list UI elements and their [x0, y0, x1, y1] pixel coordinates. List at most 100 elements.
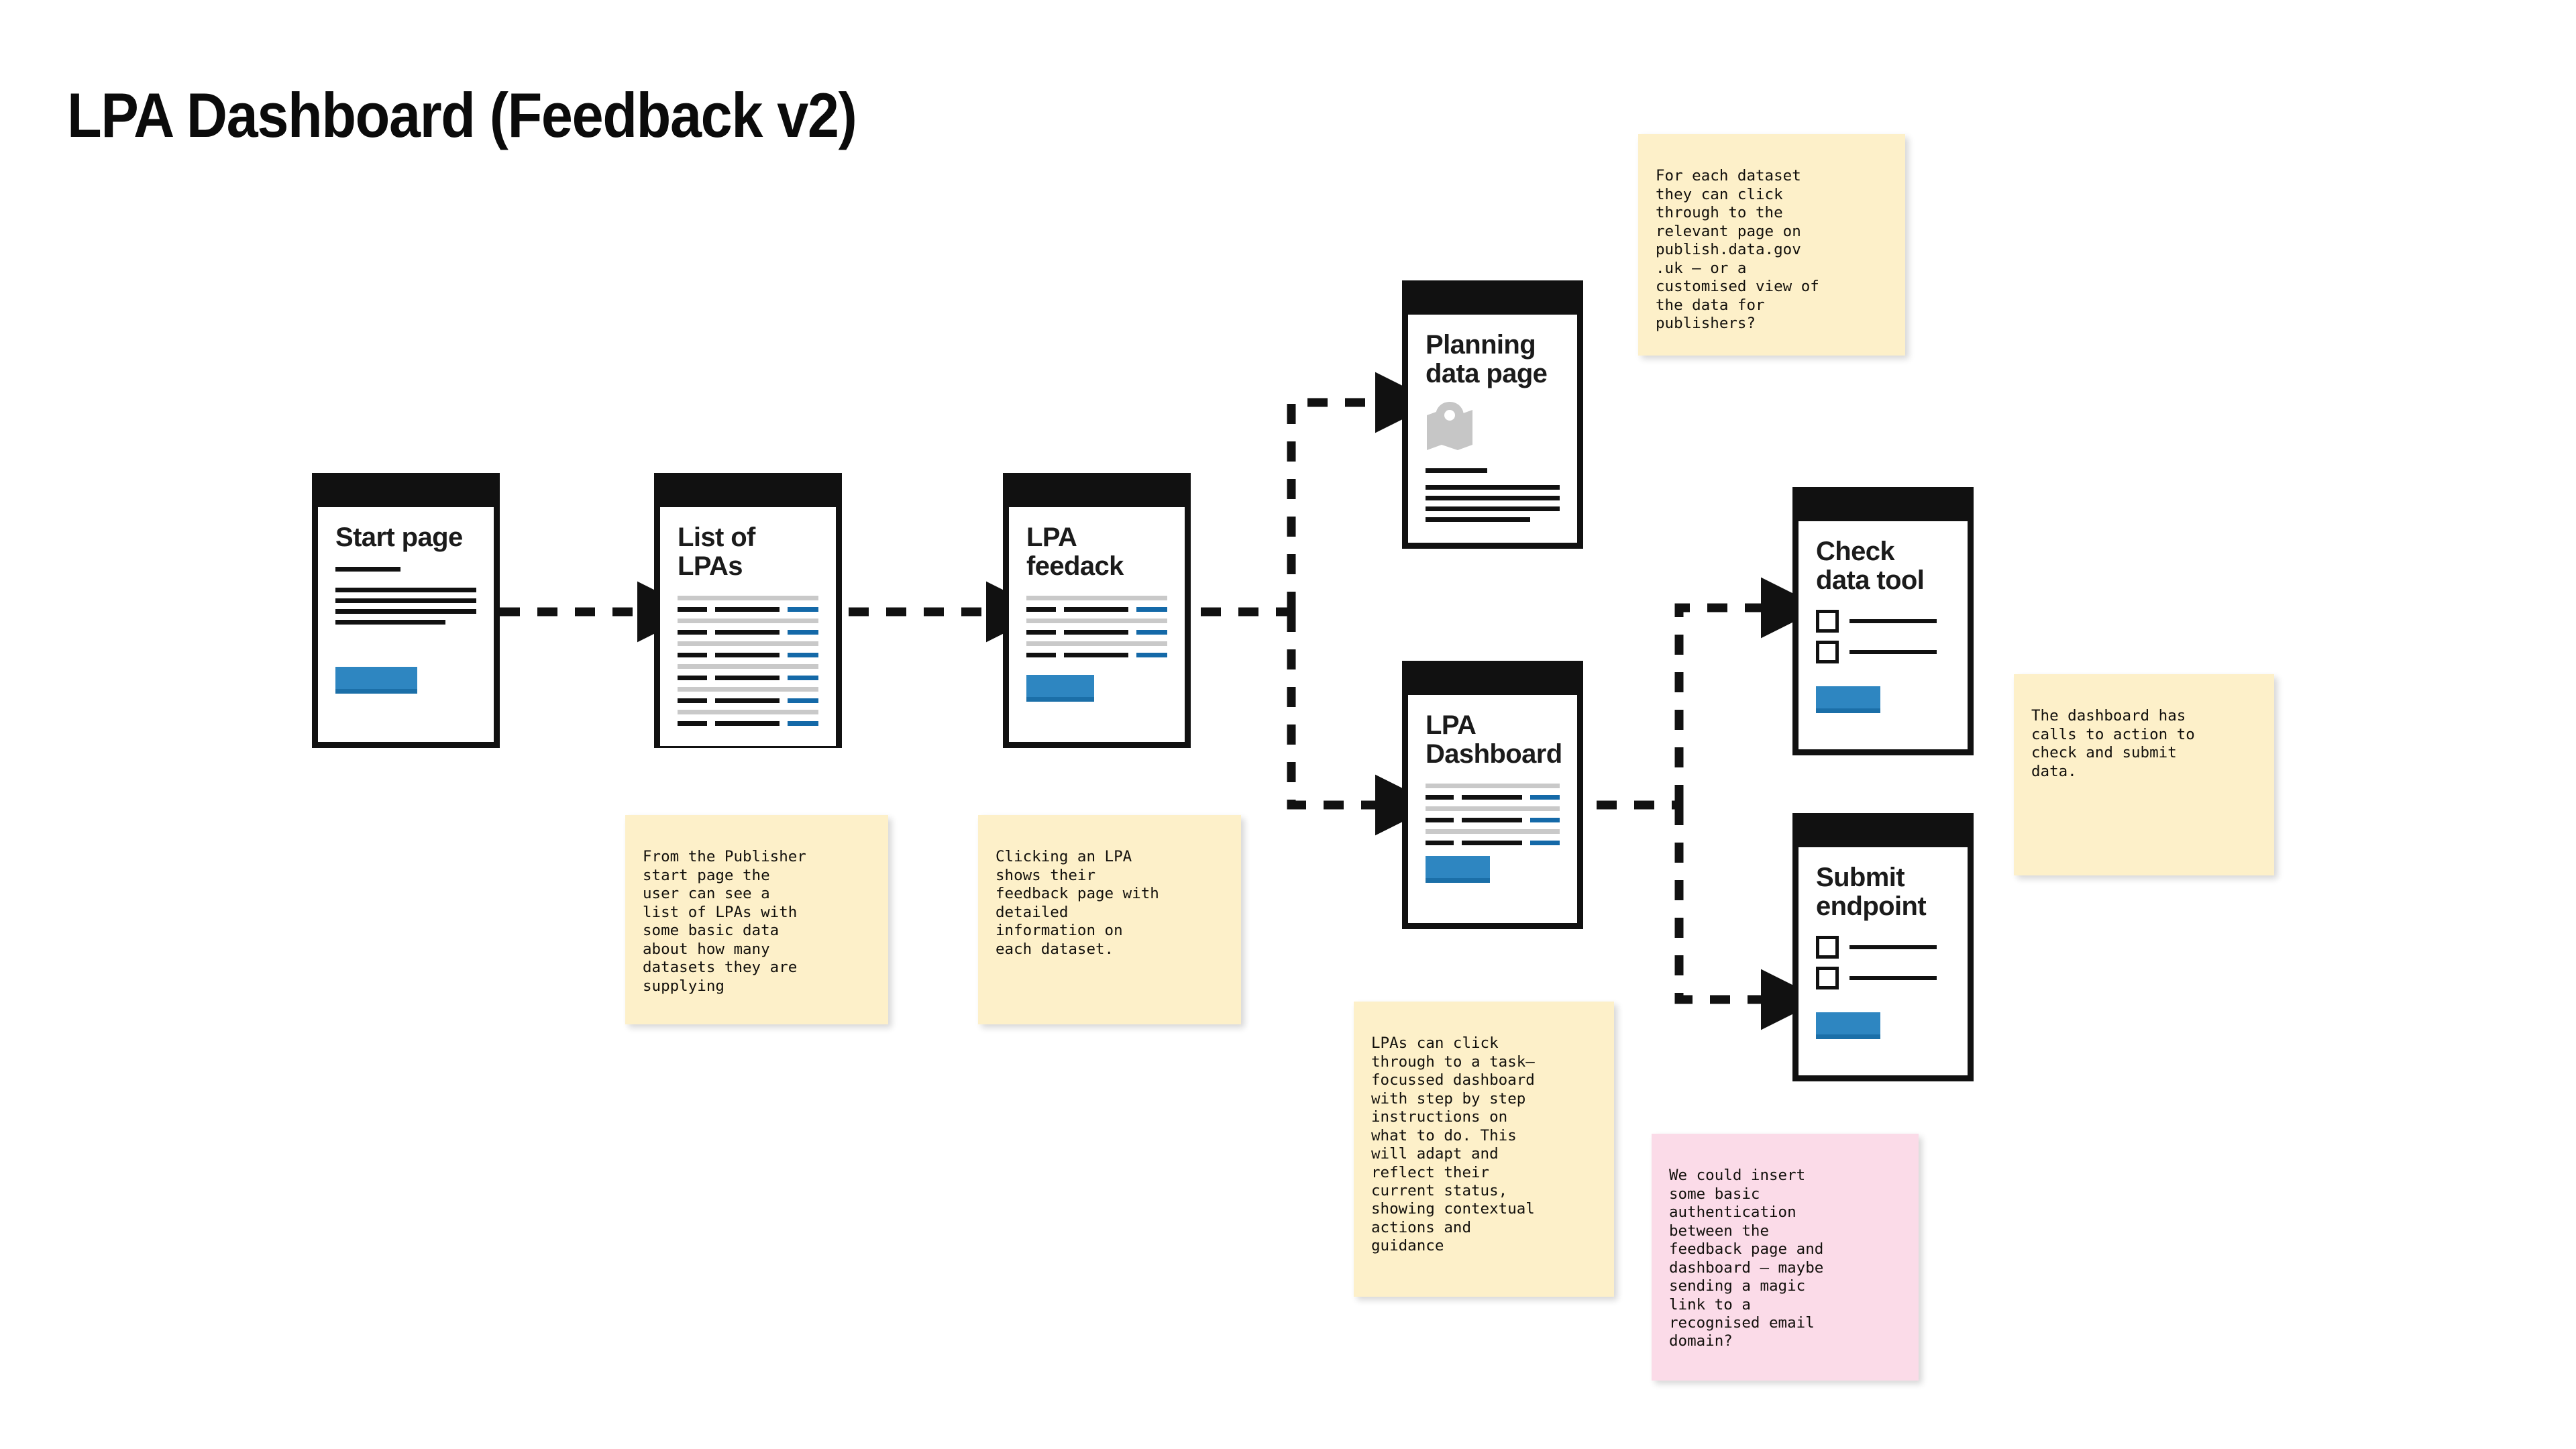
table-separator	[1426, 828, 1560, 834]
checkbox-row[interactable]	[1816, 935, 1950, 959]
sticky-note-task-focussed-dashboard[interactable]: LPAs can click through to a task— focuss…	[1354, 1002, 1614, 1297]
table-link-cell	[1530, 817, 1560, 822]
table-row[interactable]	[1426, 840, 1560, 845]
text-placeholder-lines	[1426, 468, 1560, 528]
card-heading: List of LPAs	[678, 523, 755, 581]
note-text: Clicking an LPA shows their feedback pag…	[996, 848, 1159, 958]
placeholder-line	[335, 598, 476, 603]
table-link-cell	[1136, 606, 1167, 612]
checkbox-row[interactable]	[1816, 966, 1950, 989]
table-row[interactable]	[1026, 606, 1167, 612]
table-link-cell	[1136, 652, 1167, 657]
table-link-cell	[787, 652, 818, 657]
table-separator	[678, 663, 818, 669]
table-link-cell	[1136, 629, 1167, 635]
table-row[interactable]	[678, 675, 818, 680]
card-titlebar	[1408, 667, 1577, 690]
note-text: The dashboard has calls to action to che…	[2031, 707, 2195, 780]
table-link-cell	[787, 720, 818, 726]
checkbox-icon[interactable]	[1816, 966, 1839, 989]
placeholder-line	[1426, 468, 1487, 473]
card-titlebar	[660, 479, 836, 502]
table-link-cell	[787, 698, 818, 703]
cta-button[interactable]	[1026, 675, 1094, 702]
table-row[interactable]	[1426, 817, 1560, 822]
card-planning-data-page[interactable]: Planning data page	[1402, 280, 1583, 549]
card-lpa-dashboard[interactable]: LPA Dashboard	[1402, 661, 1583, 929]
note-text: For each dataset they can click through …	[1656, 167, 1819, 332]
card-start-page[interactable]: Start page	[312, 473, 500, 748]
checkbox-label-placeholder	[1849, 619, 1937, 623]
checkbox-label-placeholder	[1849, 975, 1937, 980]
sticky-note-dataset-click-through[interactable]: For each dataset they can click through …	[1638, 134, 1905, 356]
checkbox-row[interactable]	[1816, 609, 1950, 633]
table-row[interactable]	[1026, 629, 1167, 635]
card-body: List of LPAs	[660, 502, 836, 746]
checkbox-icon[interactable]	[1816, 609, 1839, 633]
cta-button[interactable]	[1816, 1012, 1880, 1039]
arrow-feedack-to-dashboard	[1287, 612, 1436, 836]
cta-button[interactable]	[1816, 686, 1880, 713]
table-row[interactable]	[678, 720, 818, 726]
table-row[interactable]	[678, 698, 818, 703]
sticky-note-clicking-lpa[interactable]: Clicking an LPA shows their feedback pag…	[978, 815, 1241, 1024]
table-separator	[1026, 595, 1167, 600]
table-separator	[1426, 806, 1560, 811]
card-titlebar	[1799, 819, 1968, 842]
checkbox-list	[1816, 609, 1950, 672]
card-titlebar	[1408, 286, 1577, 309]
sticky-note-calls-to-action[interactable]: The dashboard has calls to action to che…	[2014, 674, 2274, 875]
cta-button[interactable]	[335, 667, 417, 694]
table-row[interactable]	[678, 629, 818, 635]
card-submit-endpoint[interactable]: Submit endpoint	[1792, 813, 1974, 1081]
card-body: Check data tool	[1799, 516, 1968, 749]
card-heading: Submit endpoint	[1816, 863, 1927, 921]
card-check-data-tool[interactable]: Check data tool	[1792, 487, 1974, 755]
placeholder-line	[1426, 495, 1560, 500]
card-titlebar	[1799, 493, 1968, 516]
card-body: Start page	[318, 502, 494, 742]
cta-button[interactable]	[1426, 856, 1490, 883]
placeholder-line	[335, 566, 400, 572]
sticky-note-authentication[interactable]: We could insert some basic authenticatio…	[1652, 1134, 1919, 1381]
page-title: LPA Dashboard (Feedback v2)	[67, 80, 857, 150]
card-list-of-lpas[interactable]: List of LPAs	[654, 473, 842, 748]
card-heading: Start page	[335, 523, 463, 552]
checkbox-label-placeholder	[1849, 649, 1937, 654]
table-link-cell	[787, 675, 818, 680]
card-heading: Planning data page	[1426, 330, 1548, 388]
card-lpa-feedack[interactable]: LPA feedack	[1003, 473, 1191, 748]
checkbox-icon[interactable]	[1816, 935, 1839, 959]
table-row[interactable]	[1426, 794, 1560, 800]
table-link-cell	[787, 629, 818, 635]
table-separator	[678, 618, 818, 623]
checkbox-label-placeholder	[1849, 945, 1937, 949]
note-text: LPAs can click through to a task— focuss…	[1371, 1034, 1535, 1255]
card-heading: LPA feedack	[1026, 523, 1124, 581]
placeholder-line	[335, 619, 445, 625]
table-link-cell	[1530, 840, 1560, 845]
table-row[interactable]	[678, 652, 818, 657]
note-text: From the Publisher start page the user c…	[643, 848, 806, 995]
placeholder-line	[1426, 484, 1560, 490]
table-separator	[678, 709, 818, 714]
card-body: LPA feedack	[1009, 502, 1185, 742]
card-body: LPA Dashboard	[1408, 690, 1577, 923]
table-separator	[678, 641, 818, 646]
table-separator	[678, 595, 818, 600]
table-separator	[1026, 618, 1167, 623]
table-link-cell	[1530, 794, 1560, 800]
note-text: We could insert some basic authenticatio…	[1669, 1167, 1824, 1350]
table-separator	[1426, 783, 1560, 788]
checkbox-icon[interactable]	[1816, 640, 1839, 663]
table-row[interactable]	[1026, 652, 1167, 657]
table-link-cell	[787, 606, 818, 612]
placeholder-line	[335, 587, 476, 592]
checkbox-row[interactable]	[1816, 640, 1950, 663]
table-separator	[678, 686, 818, 692]
sticky-note-publisher-start[interactable]: From the Publisher start page the user c…	[625, 815, 888, 1024]
card-heading: Check data tool	[1816, 537, 1925, 595]
arrow-feedack-to-planning	[1287, 372, 1436, 612]
arrow-dashboard-to-submit	[1674, 805, 1822, 1030]
table-row[interactable]	[678, 606, 818, 612]
